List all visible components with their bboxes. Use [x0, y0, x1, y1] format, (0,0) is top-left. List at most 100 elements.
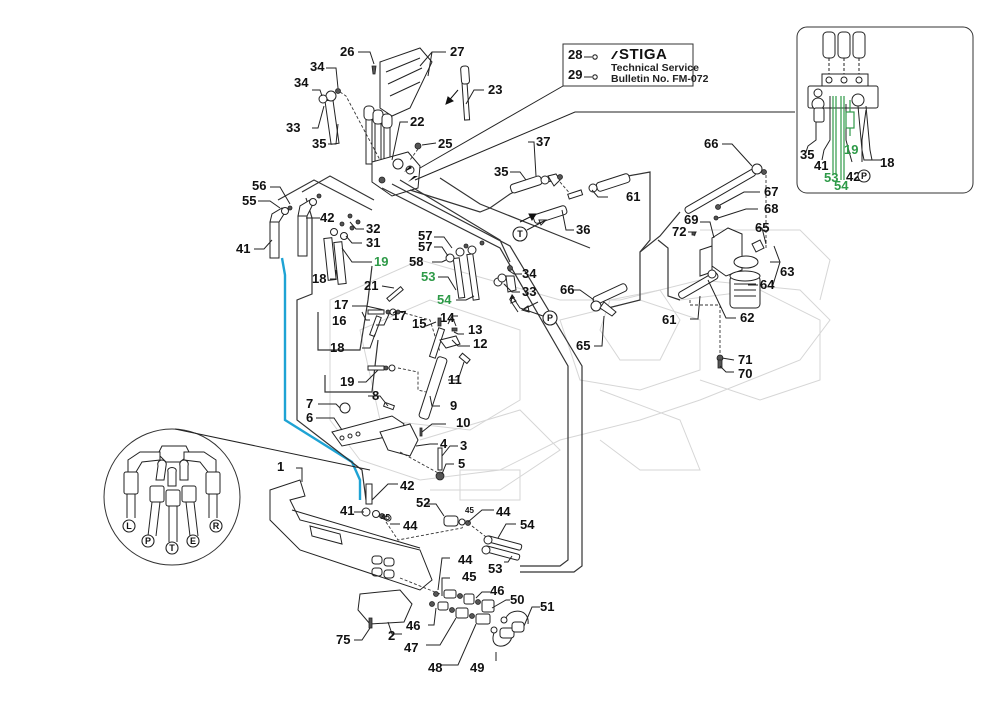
inset-label-35: 35 [800, 147, 814, 162]
label-14: 14 [440, 310, 455, 325]
bolt-67 [715, 204, 721, 210]
hose-42 [297, 215, 308, 257]
port-e: E [186, 534, 200, 548]
stiga-logo-icon [611, 51, 618, 59]
port-r: R [209, 519, 223, 533]
label-48: 48 [428, 660, 442, 675]
label-33-top: 33 [286, 120, 300, 135]
inset-label-42: 42 [846, 169, 860, 184]
coupler-inset: L P T E R [103, 428, 371, 566]
label-61-bottom: 61 [662, 312, 676, 327]
pin-10 [419, 427, 423, 437]
bulletin-line-1: Technical Service [611, 62, 699, 74]
label-22: 22 [410, 114, 424, 129]
callout-leaders [254, 51, 781, 666]
label-37: 37 [536, 134, 550, 149]
label-44-right: 44 [496, 504, 511, 519]
label-52: 52 [416, 495, 430, 510]
label-16: 16 [332, 313, 346, 328]
label-26: 26 [340, 44, 354, 59]
svg-text:P: P [547, 313, 553, 323]
label-51: 51 [540, 599, 554, 614]
label-68: 68 [764, 201, 778, 216]
label-33-right: 33 [522, 284, 536, 299]
label-66-bottom: 66 [560, 282, 574, 297]
bushing-7 [339, 402, 351, 414]
label-46-left: 46 [406, 618, 420, 633]
label-58: 58 [409, 254, 423, 269]
inset-label-53: 53 [824, 170, 838, 185]
label-46-right: 46 [490, 583, 504, 598]
label-25: 25 [438, 136, 452, 151]
label-34-right: 34 [522, 266, 537, 281]
label-21: 21 [364, 278, 378, 293]
bulletin-box: 28 29 STIGA Technical Service Bulletin N… [414, 43, 795, 181]
label-54-bottom: 54 [520, 517, 535, 532]
bolt-3 [437, 447, 443, 471]
inset-label-54: 54 [834, 178, 849, 193]
label-18-bottom: 18 [330, 340, 344, 355]
label-71: 71 [738, 352, 752, 367]
inset-label-18: 18 [880, 155, 894, 170]
label-61-top: 61 [626, 189, 640, 204]
label-12: 12 [473, 336, 487, 351]
label-36: 36 [576, 222, 590, 237]
hose-routing [277, 171, 681, 573]
svg-text:T: T [517, 229, 523, 239]
lift-linkage [331, 285, 471, 481]
bolt-11 [458, 352, 471, 365]
label-62: 62 [740, 310, 754, 325]
lever-cover [379, 47, 433, 117]
bolt-21 [386, 285, 404, 303]
pin-15 [437, 317, 442, 327]
label-5: 5 [458, 456, 465, 471]
panel-1 [269, 479, 433, 591]
label-56: 56 [252, 178, 266, 193]
svg-text:P: P [861, 171, 867, 181]
label-28: 28 [568, 47, 582, 62]
label-49: 49 [470, 660, 484, 675]
port-t: T [165, 541, 179, 555]
svg-text:L: L [126, 521, 132, 531]
hose-54 [466, 253, 480, 301]
label-19-green: 19 [374, 254, 388, 269]
part-labels: 26 27 34 34 23 33 22 35 25 56 55 42 41 3… [236, 44, 794, 675]
screw-13 [451, 327, 458, 332]
label-10: 10 [456, 415, 470, 430]
coupler-48 [475, 613, 491, 625]
label-6: 6 [306, 410, 313, 425]
bolt-70 [717, 359, 723, 369]
label-29: 29 [568, 67, 582, 82]
label-31: 31 [366, 235, 380, 250]
label-41-bottom: 41 [340, 503, 354, 518]
pin-8 [382, 401, 396, 411]
port-p-marker: P [542, 310, 558, 326]
label-2: 2 [388, 628, 395, 643]
label-69: 69 [684, 212, 698, 227]
label-53-green: 53 [421, 269, 435, 284]
bracket-4 [379, 423, 419, 457]
front-panel [269, 479, 529, 647]
inset-label-19: 19 [844, 142, 858, 157]
label-47: 47 [404, 640, 418, 655]
label-1: 1 [277, 459, 284, 474]
fittings-center [445, 240, 519, 313]
svg-text:T: T [169, 543, 175, 553]
label-66-top: 66 [704, 136, 718, 151]
label-45-small-left: 45 [381, 513, 390, 522]
port-t-marker: T [512, 226, 528, 242]
label-75: 75 [336, 632, 350, 647]
label-34-top: 34 [310, 59, 325, 74]
label-63: 63 [780, 264, 794, 279]
label-19-bottom: 19 [340, 374, 354, 389]
screw-26 [371, 65, 377, 75]
label-35-center: 35 [494, 164, 508, 179]
valve-assembly [318, 47, 471, 197]
bolt-16 [367, 309, 385, 315]
label-8: 8 [372, 388, 379, 403]
label-70: 70 [738, 366, 752, 381]
cap-51 [511, 621, 525, 633]
label-3: 3 [460, 438, 467, 453]
inset-port-p: P [857, 169, 871, 183]
bulletin-line-2: Bulletin No. FM-072 [611, 73, 709, 85]
